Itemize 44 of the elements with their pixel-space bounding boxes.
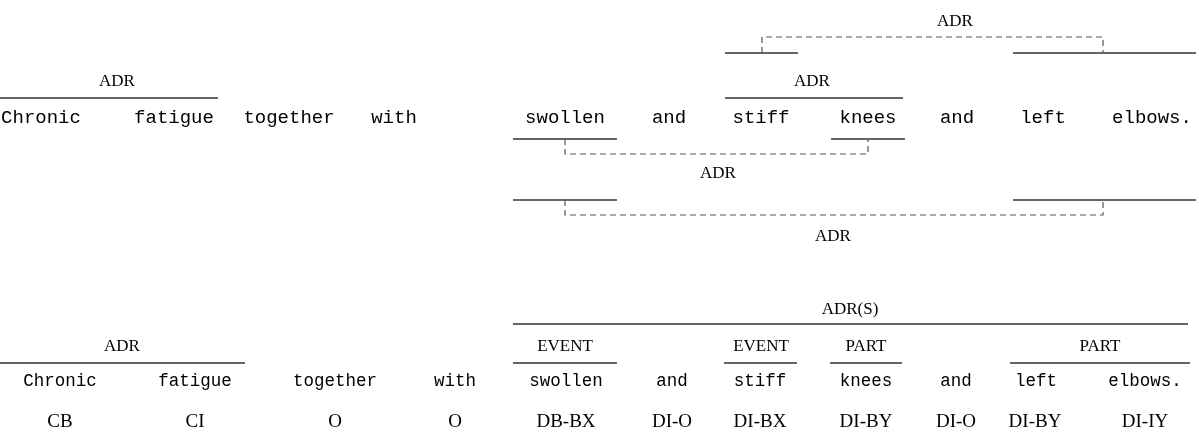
bio-tag: CB [47, 410, 73, 430]
bio-tag: DB-BX [536, 410, 596, 430]
token: with [434, 373, 476, 391]
span-label: ADR [815, 226, 851, 244]
span-label: ADR [99, 71, 135, 89]
span-label: EVENT [733, 336, 789, 354]
token: left [1015, 373, 1057, 391]
bio-tag: DI-BY [1008, 410, 1062, 430]
token: and [656, 373, 688, 391]
token: stiff [732, 108, 790, 128]
bio-tag: DI-BX [733, 410, 787, 430]
token: and [939, 108, 975, 128]
bio-tag: DI-BY [839, 410, 893, 430]
token: swollen [525, 108, 605, 128]
token: fatigue [158, 373, 232, 391]
token: left [1020, 108, 1066, 128]
token: together [293, 373, 377, 391]
token: swollen [529, 373, 603, 391]
bio-tag: DI-O [651, 410, 693, 430]
token: with [371, 108, 417, 128]
token: Chronic [1, 108, 81, 128]
span-label: EVENT [537, 336, 593, 354]
span-label: ADR [794, 71, 830, 89]
span-label: PART [845, 336, 887, 354]
token: together [243, 108, 335, 128]
bio-tag: DI-O [935, 410, 977, 430]
token: and [651, 108, 687, 128]
bio-tag: DI-IY [1121, 410, 1169, 430]
span-label: ADR(S) [821, 299, 879, 317]
token: fatigue [134, 108, 214, 128]
token: elbows. [1112, 108, 1192, 128]
span-label: ADR [937, 11, 973, 29]
token: knees [839, 373, 893, 391]
token: knees [839, 108, 897, 128]
token: Chronic [23, 373, 97, 391]
bio-tag: O [448, 410, 462, 430]
span-label: PART [1079, 336, 1121, 354]
token: stiff [733, 373, 787, 391]
span-label: ADR [104, 336, 140, 354]
bio-tag: CI [185, 410, 205, 430]
bio-tag: O [328, 410, 342, 430]
token: and [940, 373, 972, 391]
span-label: ADR [700, 163, 736, 181]
token: elbows. [1108, 373, 1182, 391]
